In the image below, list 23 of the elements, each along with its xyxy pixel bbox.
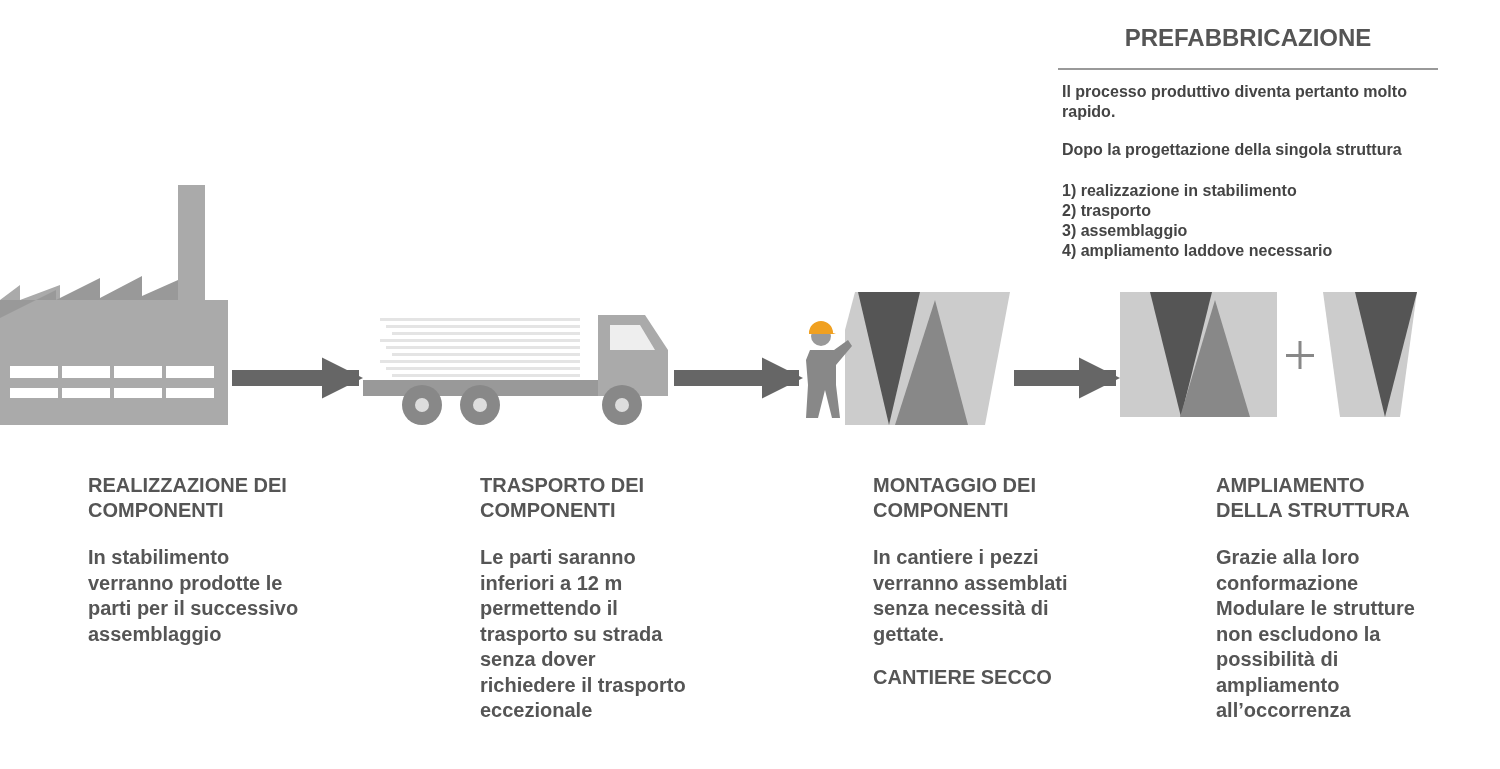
picture — [0, 185, 228, 425]
arrow — [1014, 357, 1121, 399]
step-heading: REALIZZAZIONE DEI COMPONENTI — [88, 473, 288, 523]
step-description: CANTIERE SECCO — [873, 665, 1053, 690]
arrow — [232, 357, 364, 399]
picture — [806, 292, 1010, 425]
note-text: 4) ampliamento laddove necessario — [1062, 241, 1334, 261]
note-text: 2) trasporto — [1062, 201, 1152, 221]
step-heading: MONTAGGIO DEI COMPONENTI — [873, 473, 1037, 523]
note-text: 3) assemblaggio — [1062, 221, 1189, 241]
step-description: Grazie alla loro conformazione Modulare le strutture non escludono la possibilità di ampliamento all’occorrenza — [1216, 545, 1416, 723]
note-text: Il processo produttivo diventa pertanto molto rapido. — [1062, 82, 1408, 122]
picture — [1120, 292, 1417, 417]
step-description: Le parti saranno inferiori a 12 m permettendo il trasporto su strada senza dover richiedere il trasporto eccezionale — [480, 545, 687, 723]
picture — [363, 315, 668, 425]
arrow — [674, 357, 804, 399]
note-text: Dopo la progettazione della singola struttura — [1062, 140, 1403, 160]
step-description: In stabilimento verranno prodotte le parti per il successivo assemblaggio — [88, 545, 300, 647]
note-text: 1) realizzazione in stabilimento — [1062, 181, 1298, 201]
step-heading: TRASPORTO DEI COMPONENTI — [480, 473, 646, 523]
title: PREFABBRICAZIONE — [1123, 24, 1373, 52]
step-description: In cantiere i pezzi verranno assemblati senza necessità di gettate. — [873, 545, 1069, 647]
step-heading: AMPLIAMENTO DELLA STRUTTURA — [1216, 473, 1411, 523]
